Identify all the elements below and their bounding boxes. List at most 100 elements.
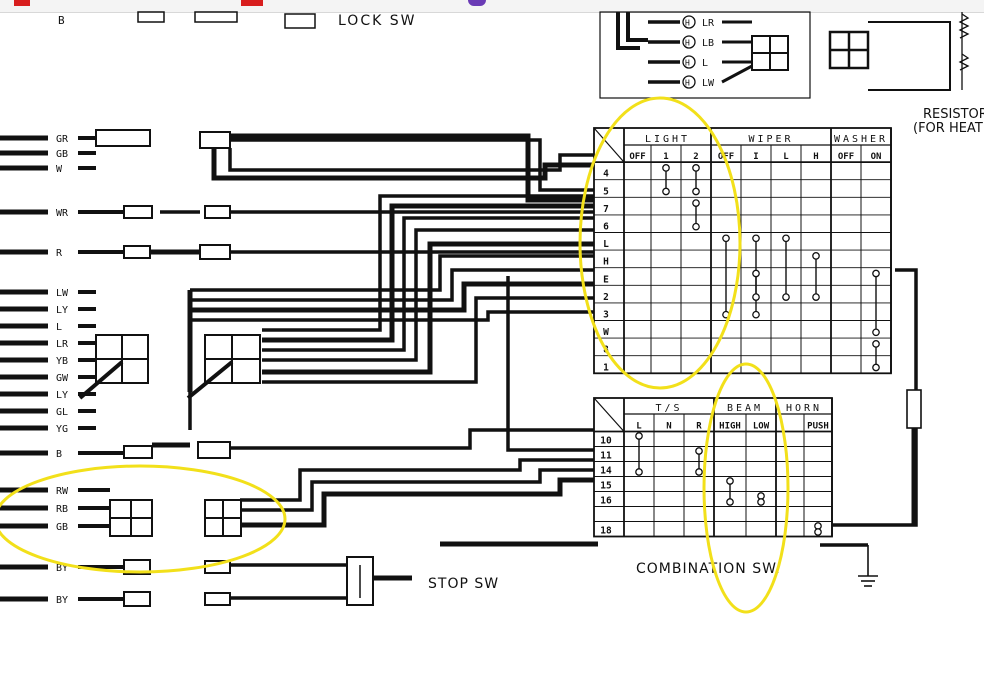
table-group-header: T/S [655, 403, 682, 414]
wire [230, 133, 600, 203]
stop-sw-label: STOP SW [428, 576, 499, 592]
table-row-label: L [603, 239, 609, 250]
bookmark-red-icon[interactable] [241, 0, 263, 6]
svg-text:H: H [685, 59, 690, 68]
wire [240, 468, 598, 512]
wire [262, 194, 600, 332]
connector-lock-sw-2 [284, 13, 316, 29]
table-row-label: W [603, 327, 609, 338]
wire-label: LR [702, 18, 715, 29]
svg-text:H: H [685, 19, 690, 28]
connector-by-2 [123, 591, 151, 607]
wire-label: YB [56, 356, 68, 367]
wire-label: GB [56, 522, 68, 533]
wire-label: RB [56, 504, 68, 515]
resistor: RESISTOR (FOR HEAT [828, 12, 984, 136]
contact-dot-icon [752, 234, 760, 243]
table-column-header: I [753, 152, 758, 162]
wire-label: L [56, 322, 62, 333]
wire [262, 228, 600, 362]
table-column-header: 2 [693, 152, 698, 162]
contact-dot-icon [782, 293, 790, 301]
contact-dot-icon [872, 340, 880, 348]
table-row-label: E [603, 274, 609, 285]
wire-label: GL [56, 407, 68, 418]
table-row-label: 4 [603, 169, 609, 180]
h-terminal-icon [682, 15, 696, 29]
wire-label: RW [56, 486, 69, 497]
highlight-light-columns [578, 96, 742, 390]
table-column-header: N [666, 422, 671, 432]
wire [262, 296, 600, 384]
contact-dot-icon [692, 199, 700, 207]
table-column-header: ON [871, 152, 882, 162]
wire-label: LY [56, 390, 68, 401]
wire [210, 428, 598, 450]
wire-label: LY [56, 305, 68, 316]
contact-dot-icon [872, 269, 880, 278]
connector-b [123, 445, 153, 459]
wire-label: YG [56, 424, 68, 435]
browser-toolbar [0, 0, 984, 13]
connector-by-2b [204, 592, 231, 606]
wire-label: W [56, 164, 63, 175]
wire-label: R [56, 248, 63, 259]
contact-dot-icon [872, 363, 880, 372]
h-terminal-icon [682, 55, 696, 69]
wire [240, 477, 598, 528]
connector-top-left [137, 11, 165, 23]
contact-dot-icon [872, 328, 880, 337]
fuse [906, 389, 922, 429]
contact-dot-icon [752, 293, 760, 301]
contact-dot-icon [722, 234, 730, 243]
wire-label: GR [56, 134, 69, 145]
contact-dot-icon [662, 187, 670, 196]
wire-label: BY [56, 563, 68, 574]
contact-dot-icon [635, 432, 643, 440]
contact-dot-icon [695, 468, 703, 476]
table-row-label: 2 [603, 292, 609, 303]
ground-symbol [858, 545, 878, 587]
table-column-header: H [813, 152, 818, 162]
contact-dot-icon [692, 164, 700, 172]
table-row-label: 3 [603, 310, 609, 321]
wire [506, 276, 598, 452]
table-column-header: HIGH [719, 422, 741, 432]
table-column-header: PUSH [807, 422, 829, 432]
contact-dot-icon [726, 477, 734, 485]
table-row-label: 18 [600, 526, 612, 537]
wire-label: GB [56, 149, 68, 160]
table-column-header: L [636, 422, 642, 432]
connector-b-2 [197, 441, 231, 459]
table-group-header: WASHER [834, 134, 888, 145]
table-row-label: 7 [603, 204, 609, 215]
table-row-label: 6 [603, 222, 609, 233]
brand-red-icon[interactable] [14, 0, 30, 6]
wire-label: GW [56, 373, 69, 384]
wire [190, 254, 600, 292]
extension-purple-icon[interactable] [468, 0, 486, 6]
table-row-label: 14 [600, 466, 612, 477]
contact-dot-icon [812, 252, 820, 260]
connector-r-2 [199, 244, 231, 260]
lock-sw-label: LOCK SW [338, 13, 416, 29]
table-row-label: H [603, 257, 609, 268]
wire-label: L [702, 58, 708, 69]
svg-text:H: H [685, 79, 690, 88]
wire [230, 138, 600, 192]
wire [262, 203, 600, 343]
connector-r [123, 245, 151, 259]
h-terminal-icon [682, 75, 696, 89]
table-row-label: 10 [600, 436, 612, 447]
table-group-header: LIGHT [645, 134, 690, 145]
contact-dot-icon [692, 187, 700, 196]
stop-switch [346, 556, 412, 606]
connector-wr-2 [204, 205, 231, 219]
wire-label: LW [56, 288, 69, 299]
table-column-header: OFF [629, 152, 645, 162]
wire-label: WR [56, 208, 69, 219]
contact-dot-icon [726, 498, 734, 506]
